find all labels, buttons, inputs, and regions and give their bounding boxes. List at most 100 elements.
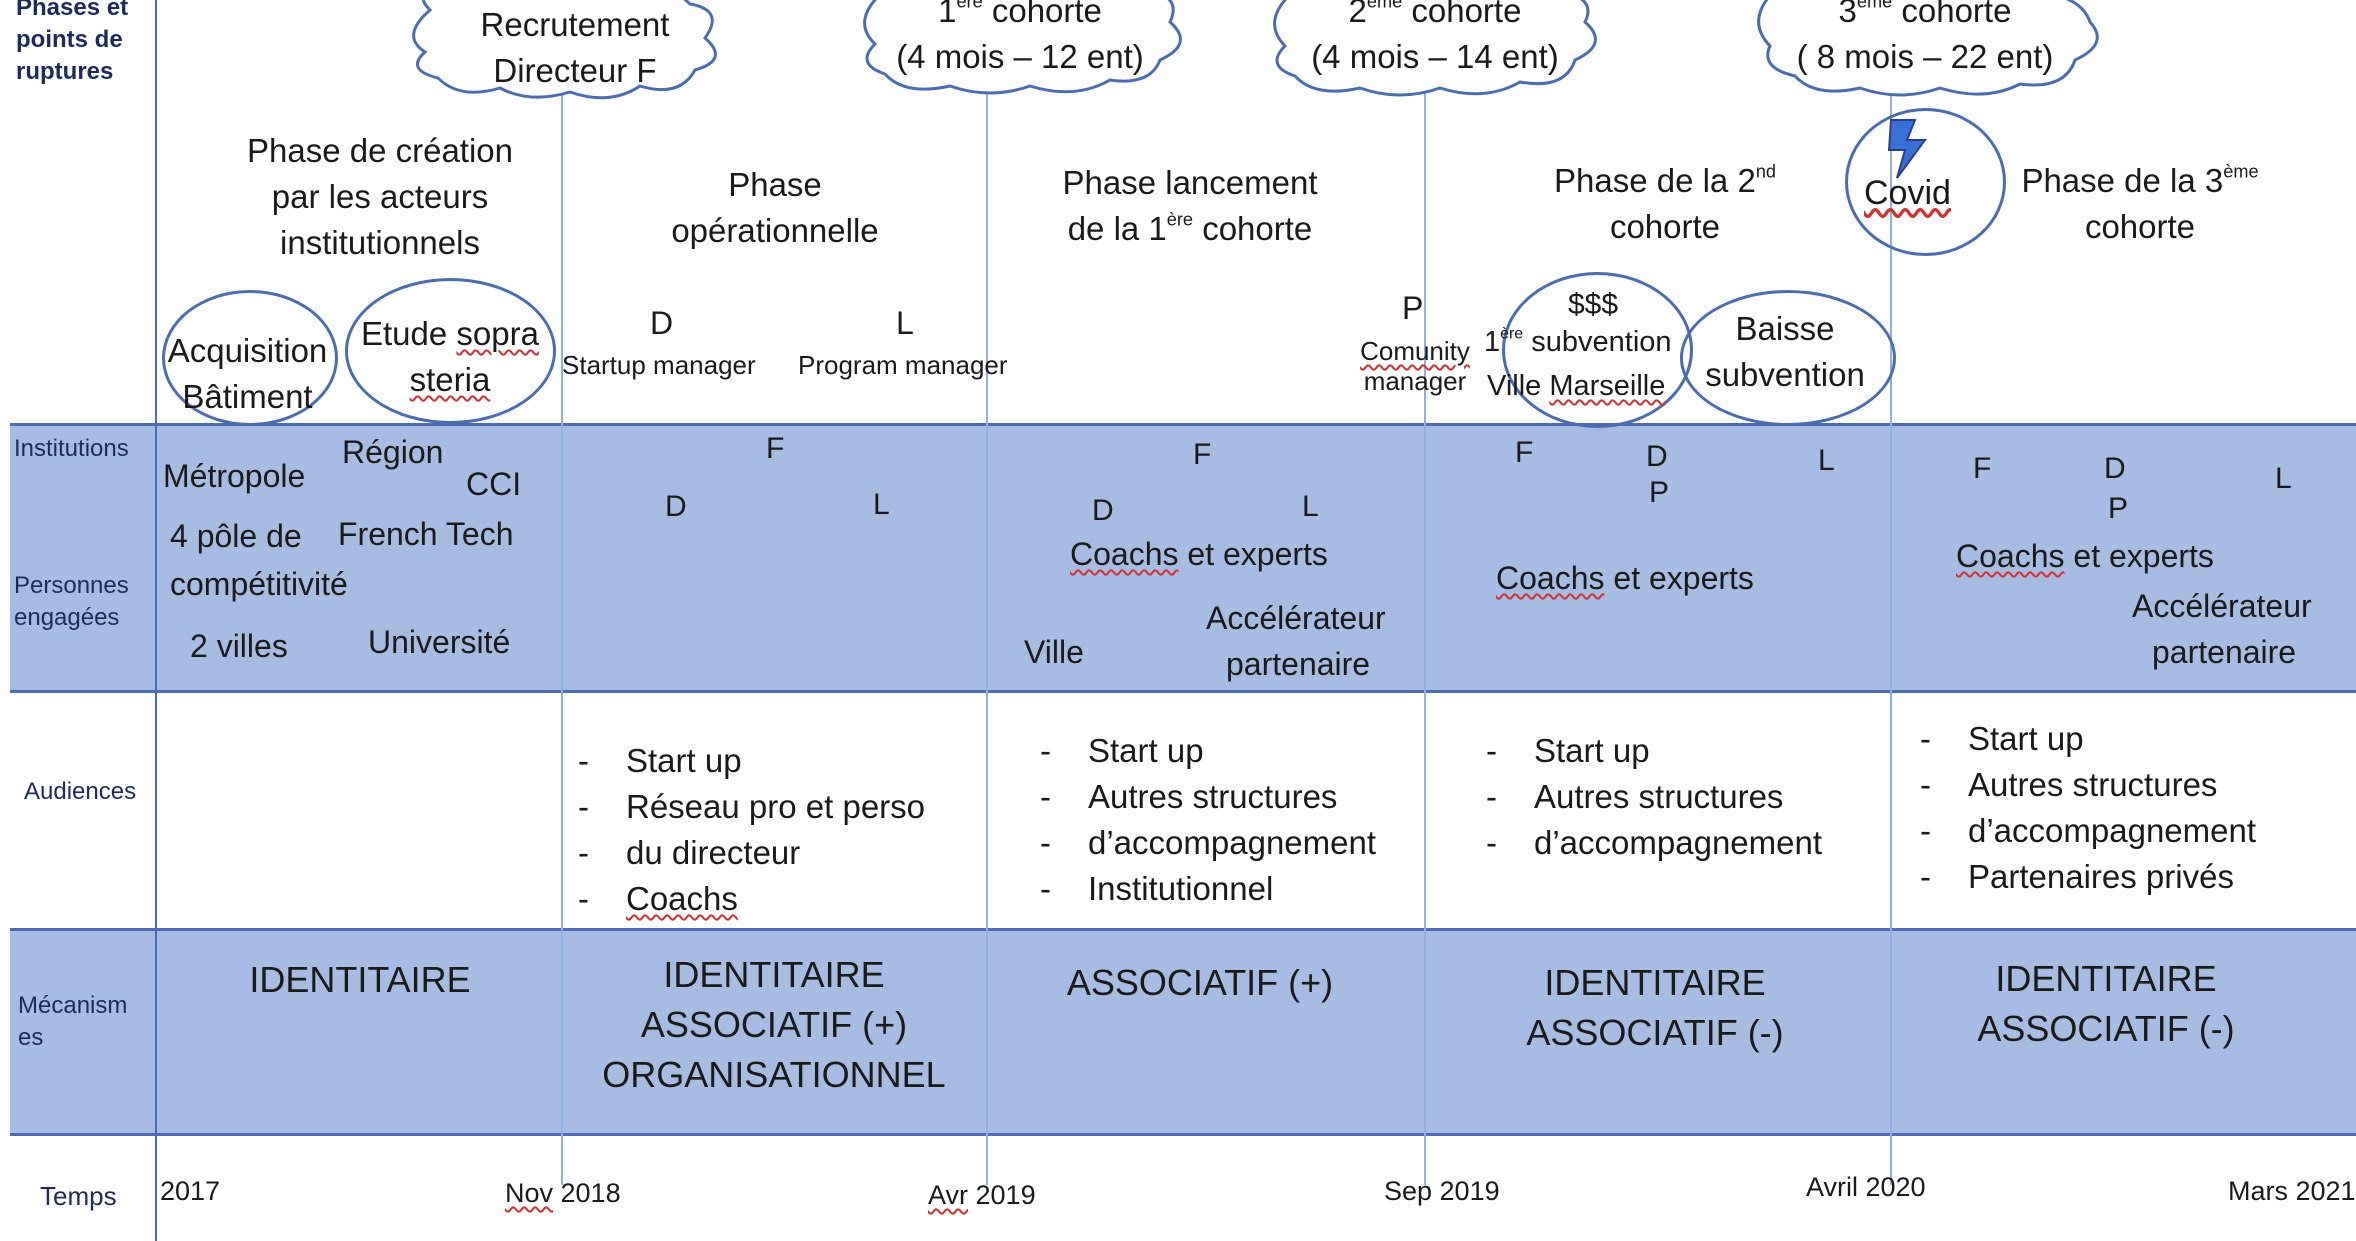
event-baisse-line2: subvention xyxy=(1705,356,1865,393)
cloud-cohorte-1-line2: (4 mois – 12 ent) xyxy=(896,38,1144,75)
left-axis-line xyxy=(155,0,157,1241)
phase-creation-line1: Phase de création xyxy=(246,132,513,169)
event-money: $$$ xyxy=(1568,288,1619,321)
actor-c3-d: D xyxy=(1092,494,1114,527)
cloud-cohorte-3-word: cohorte xyxy=(1892,0,2012,29)
phase-seconde-sup: nd xyxy=(1755,161,1776,182)
cloud-cohorte-1-shape xyxy=(863,0,1182,95)
phase-operationnelle: Phase opérationnelle xyxy=(600,162,950,254)
mecanisme-col2-line1: IDENTITAIRE xyxy=(663,954,885,995)
phase-lancement-line1: Phase lancement xyxy=(1062,164,1318,201)
row-label-institutions: Institutions xyxy=(14,435,129,462)
cloud-cohorte-1-line1: 1ère cohorte xyxy=(860,0,1180,34)
list-item: d’accompagnement xyxy=(1914,808,2256,854)
mecanisme-col1-line1: IDENTITAIRE xyxy=(249,959,471,1000)
actor-pole: 4 pôle de xyxy=(170,518,302,554)
actor-c4-p: P xyxy=(1649,476,1670,509)
institutions-band xyxy=(10,423,2356,693)
divider-avril-2020 xyxy=(1890,60,1892,1185)
cloud-cohorte-3-line2: ( 8 mois – 22 ent) xyxy=(1796,38,2054,75)
cloud-cohorte-3-shape xyxy=(1757,0,2099,97)
event-sopra-line1: Etude sopra xyxy=(361,315,539,352)
mecanisme-col5-line1: IDENTITAIRE xyxy=(1995,958,2217,999)
event-baisse: Baisse subvention xyxy=(1680,306,1890,398)
event-startup-manager: Startup manager xyxy=(562,350,756,380)
row-label-personnes: Personnes engagées xyxy=(14,572,129,631)
actor-region: Région xyxy=(342,434,444,470)
event-covid: Covid xyxy=(1864,174,1951,212)
actor-c5-coachs: Coachs et experts xyxy=(1956,538,2214,575)
actor-c5-coachs-word: Coachs xyxy=(1956,538,2065,574)
event-sopra: Etude sopra steria xyxy=(345,311,555,403)
cloud-cohorte-1-word: cohorte xyxy=(982,0,1102,29)
event-marseille-word: Marseille xyxy=(1549,370,1666,402)
mecanisme-col2-line3: ORGANISATIONNEL xyxy=(602,1054,946,1095)
phase-seconde-line1: Phase de la 2nd xyxy=(1500,158,1830,204)
actor-c2-f: F xyxy=(766,432,785,465)
list-item: Autres structures xyxy=(1480,774,1822,820)
actor-c5-partenaire: partenaire xyxy=(2152,634,2297,670)
mecanisme-col2-line2: ASSOCIATIF (+) xyxy=(640,1004,908,1045)
actor-c4-f: F xyxy=(1515,436,1534,469)
audiences-col2: Start up Réseau pro et perso du directeu… xyxy=(572,738,925,922)
cloud-cohorte-2-word: cohorte xyxy=(1402,0,1522,29)
event-subvention-num: 1 xyxy=(1484,326,1501,358)
cloud-cohorte-2-line1: 2ème cohorte xyxy=(1275,0,1595,34)
cloud-cohorte-3-line1: 3ème cohorte xyxy=(1765,0,2085,34)
cloud-recrutement-line2: Directeur F xyxy=(493,52,657,89)
actor-c5-l: L xyxy=(2275,462,2292,495)
phase-lancement: Phase lancement de la 1ère cohorte xyxy=(1010,160,1370,252)
timeline-mars-2021: Mars 2021 xyxy=(2228,1176,2356,1206)
mecanisme-col3-line1: ASSOCIATIF (+) xyxy=(1066,962,1334,1003)
ellipse-baisse xyxy=(1680,290,1896,426)
timeline-nov-2018: Nov 2018 xyxy=(505,1178,621,1208)
cloud-cohorte-2-shape xyxy=(1273,0,1597,97)
audiences-col4: Start up Autres structures d’accompagnem… xyxy=(1480,728,1822,866)
phase-seconde-line2: cohorte xyxy=(1609,208,1721,245)
actor-c4-coachs-word: Coachs xyxy=(1496,560,1605,596)
timeline-avr-word: Avr xyxy=(928,1180,969,1210)
phase-troisieme-text: Phase de la 3 xyxy=(2021,162,2224,199)
phase-lancement-text: de la 1 xyxy=(1067,210,1167,247)
cloud-cohorte-2-text: 2ème cohorte (4 mois – 14 ent) xyxy=(1275,0,1595,80)
list-item: d’accompagnement xyxy=(1034,820,1376,866)
phase-operationnelle-line2: opérationnelle xyxy=(671,212,879,249)
phase-troisieme-line1: Phase de la 3ème xyxy=(2000,158,2280,204)
list-item: Autres structures xyxy=(1914,762,2256,808)
mecanisme-col4-line2: ASSOCIATIF (-) xyxy=(1526,1012,1784,1053)
mecanisme-col5: IDENTITAIRE ASSOCIATIF (-) xyxy=(1896,954,2316,1054)
cloud-cohorte-1-text: 1ère cohorte (4 mois – 12 ent) xyxy=(860,0,1180,80)
phase-creation-line3: institutionnels xyxy=(280,224,480,261)
phase-lancement-sup: ère xyxy=(1166,209,1194,230)
mecanismes-band xyxy=(10,928,2356,1136)
list-item: Institutionnel xyxy=(1034,866,1376,912)
actor-c5-experts-word: et experts xyxy=(2064,538,2214,574)
timeline-2017: 2017 xyxy=(160,1176,221,1206)
actor-french-tech: French Tech xyxy=(338,516,514,552)
actor-c3-partenaire: partenaire xyxy=(1226,646,1371,682)
phase-seconde-cohorte: Phase de la 2nd cohorte xyxy=(1500,158,1830,250)
actor-competitivite: compétitivité xyxy=(170,566,348,602)
divider-nov-2018 xyxy=(561,60,563,1185)
cloud-cohorte-2-sup: ème xyxy=(1366,0,1403,12)
event-acquisition-line1: Acquisition xyxy=(167,332,328,369)
actor-c3-ville: Ville xyxy=(1024,634,1084,670)
mecanisme-col4: IDENTITAIRE ASSOCIATIF (-) xyxy=(1430,958,1880,1058)
list-item: Start up xyxy=(1480,728,1822,774)
list-item: Réseau pro et perso xyxy=(572,784,925,830)
cloud-cohorte-2-number: 2 xyxy=(1348,0,1367,29)
actor-c3-f: F xyxy=(1193,438,1212,471)
list-item: Start up xyxy=(1914,716,2256,762)
event-subvention-sup: ère xyxy=(1500,325,1524,343)
actor-deux-villes: 2 villes xyxy=(190,628,288,664)
event-d-letter: D xyxy=(650,305,674,341)
actor-universite: Université xyxy=(368,624,511,660)
mecanisme-col3: ASSOCIATIF (+) xyxy=(990,958,1410,1008)
timeline-nov-word: Nov xyxy=(505,1178,554,1208)
cloud-cohorte-3-sup: ème xyxy=(1856,0,1893,12)
phase-troisieme-line2: cohorte xyxy=(2084,208,2196,245)
ellipse-covid xyxy=(1845,108,2006,256)
list-item: d’accompagnement xyxy=(1480,820,1822,866)
ellipse-acquisition xyxy=(162,290,338,426)
